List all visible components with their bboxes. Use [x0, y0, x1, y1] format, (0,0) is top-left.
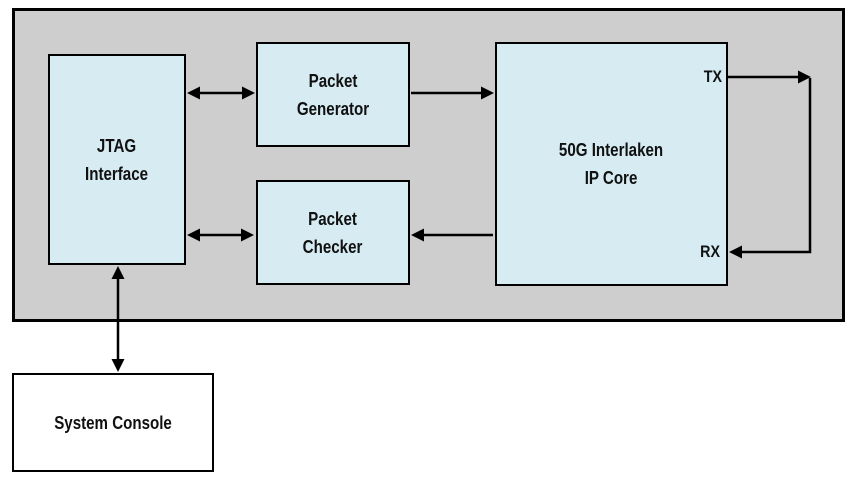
block-system-console: System Console: [12, 373, 214, 472]
interlaken-ip-core-label-line2: IP Core: [585, 168, 638, 188]
jtag-interface-label-line2: Interface: [85, 163, 149, 184]
packet-generator-label-line1: Packet: [308, 70, 358, 91]
packet-generator-label: Packet Generator: [297, 67, 369, 123]
block-jtag-interface: JTAG Interface: [48, 54, 186, 265]
interlaken-ip-core-label-line1: 50G Interlaken: [559, 140, 664, 160]
block-interlaken-ip-core: 50G Interlaken IP Core: [495, 42, 728, 286]
port-label-tx: TX: [703, 67, 722, 86]
interlaken-ip-core-label: 50G Interlaken IP Core: [559, 136, 663, 192]
port-label-rx: RX: [700, 242, 720, 261]
packet-checker-label-line1: Packet: [308, 208, 358, 229]
system-console-label: System Console: [54, 412, 172, 433]
packet-checker-label-line2: Checker: [303, 236, 363, 257]
packet-generator-label-line2: Generator: [296, 98, 370, 119]
block-packet-generator: Packet Generator: [256, 42, 410, 147]
arrowhead-down: [111, 359, 125, 372]
packet-checker-label: Packet Checker: [303, 205, 363, 261]
jtag-interface-label: JTAG Interface: [85, 132, 148, 188]
block-packet-checker: Packet Checker: [256, 180, 410, 285]
jtag-interface-label-line1: JTAG: [97, 135, 137, 156]
